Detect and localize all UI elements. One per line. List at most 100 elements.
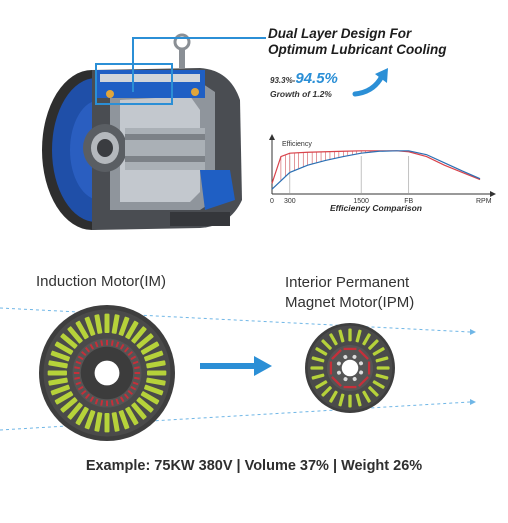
stator-coil — [84, 410, 96, 430]
stator-coil — [329, 333, 338, 346]
ipm-motor-cross-section — [305, 323, 395, 413]
callout-title-line1: Dual Layer Design For — [268, 26, 412, 41]
stator-coil — [311, 356, 325, 363]
rotor-bar — [84, 346, 91, 353]
stator-coil — [355, 329, 362, 343]
rotor-bar — [110, 400, 114, 406]
rotor-magnet — [343, 385, 357, 389]
ipm-label: Interior Permanent Magnet Motor(IPM) — [285, 273, 414, 313]
y-axis-arrow — [269, 134, 275, 140]
stator-coil — [368, 339, 379, 350]
rotor-bar — [100, 340, 104, 346]
rotor-hole — [343, 354, 348, 359]
stator-coil — [315, 347, 328, 356]
rotor-hole — [352, 354, 357, 359]
x-axis-label: RPM — [476, 198, 492, 205]
induction-motor-cross-section — [39, 305, 175, 441]
rotor-bar — [74, 366, 80, 370]
rotor-bar — [94, 398, 99, 405]
growth-arrow-icon — [352, 68, 388, 97]
stator-coil — [144, 350, 164, 362]
transition-arrow-icon — [200, 356, 272, 376]
series-line-red — [271, 150, 481, 184]
rotor-bar — [127, 389, 134, 396]
stator-coil — [48, 360, 68, 369]
rotor-bar — [119, 396, 125, 403]
rotor-bar — [134, 372, 141, 374]
stator-coil — [125, 320, 139, 340]
stator-coil — [146, 377, 166, 386]
im-label: Induction Motor(IM) — [36, 273, 167, 290]
rotor-bar — [94, 341, 99, 348]
rotor-bar — [77, 355, 84, 361]
shaft-bore — [94, 360, 120, 386]
stator-coil — [372, 380, 385, 389]
stator-coil — [75, 406, 89, 426]
stator-coil — [104, 313, 110, 333]
ipm-label-line1: Interior Permanent — [285, 274, 410, 291]
stator-coil — [144, 384, 164, 396]
stator-coil — [338, 329, 345, 343]
rotor-bar — [127, 350, 134, 357]
rotor-magnet — [358, 349, 369, 360]
stator-coil — [362, 390, 371, 403]
x-tick-label: 300 — [284, 198, 296, 205]
stator-coil — [375, 373, 389, 380]
series-line-blue — [271, 150, 481, 190]
stator-coil — [140, 341, 160, 355]
stator-coil — [50, 384, 70, 396]
chart-caption: Efficiency Comparison — [330, 203, 422, 213]
rotor-bar — [77, 385, 84, 391]
efficiency-to: 94.5% — [295, 70, 338, 87]
stator-coil — [118, 410, 130, 430]
y-axis-label: Efficiency — [282, 141, 312, 148]
stator-coil — [67, 402, 83, 420]
shaft-bore — [341, 359, 359, 377]
stator-coil — [125, 406, 139, 426]
stator-coil — [321, 386, 332, 397]
x-tick-label: 0 — [270, 198, 274, 205]
motor-cutaway-illustration — [42, 33, 242, 230]
rotor-bar — [75, 381, 82, 386]
x-axis-arrow — [490, 191, 496, 197]
stator-coil — [310, 366, 324, 370]
rotor-bar — [75, 360, 82, 365]
rotor-bar — [89, 396, 95, 403]
stator-coil — [348, 394, 352, 408]
stator-coil — [368, 386, 379, 397]
rotor-bar — [110, 340, 114, 346]
rotor-magnet — [331, 376, 342, 387]
stator-coil — [48, 377, 68, 386]
stator-coil — [146, 360, 166, 369]
rotor-bar — [80, 389, 87, 396]
stator-coil — [348, 328, 352, 342]
footer-example: Example: 75KW 380V | Volume 37% | Weight… — [85, 458, 423, 474]
stator-coil — [329, 390, 338, 403]
stator-coil — [54, 341, 74, 355]
rotor-bar — [106, 400, 108, 407]
rotor-bar — [123, 393, 130, 400]
rotor-magnet — [329, 361, 333, 375]
rotor-bar — [130, 355, 137, 361]
rotor-bar — [115, 398, 120, 405]
rotor-hole — [359, 361, 364, 366]
stator-coil — [136, 397, 154, 413]
stator-coil — [136, 333, 154, 349]
efficiency-from: 93.3%- — [270, 76, 296, 85]
rotor-bar — [73, 372, 80, 374]
stator-coil — [111, 412, 120, 432]
rotor-hole — [352, 377, 357, 382]
rotor-hole — [336, 361, 341, 366]
stator-coil — [54, 391, 74, 405]
stator-coil — [372, 347, 385, 356]
rotor-magnet — [367, 361, 371, 375]
stator-coil — [118, 316, 130, 336]
callout-title-line2: Optimum Lubricant Cooling — [268, 42, 447, 57]
stator-coil — [67, 326, 83, 344]
stator-coil — [75, 320, 89, 340]
ipm-label-line2: Magnet Motor(IPM) — [285, 294, 415, 311]
stator-coil — [362, 333, 371, 346]
stator-coil — [111, 314, 120, 334]
rotor-bar — [134, 366, 140, 370]
